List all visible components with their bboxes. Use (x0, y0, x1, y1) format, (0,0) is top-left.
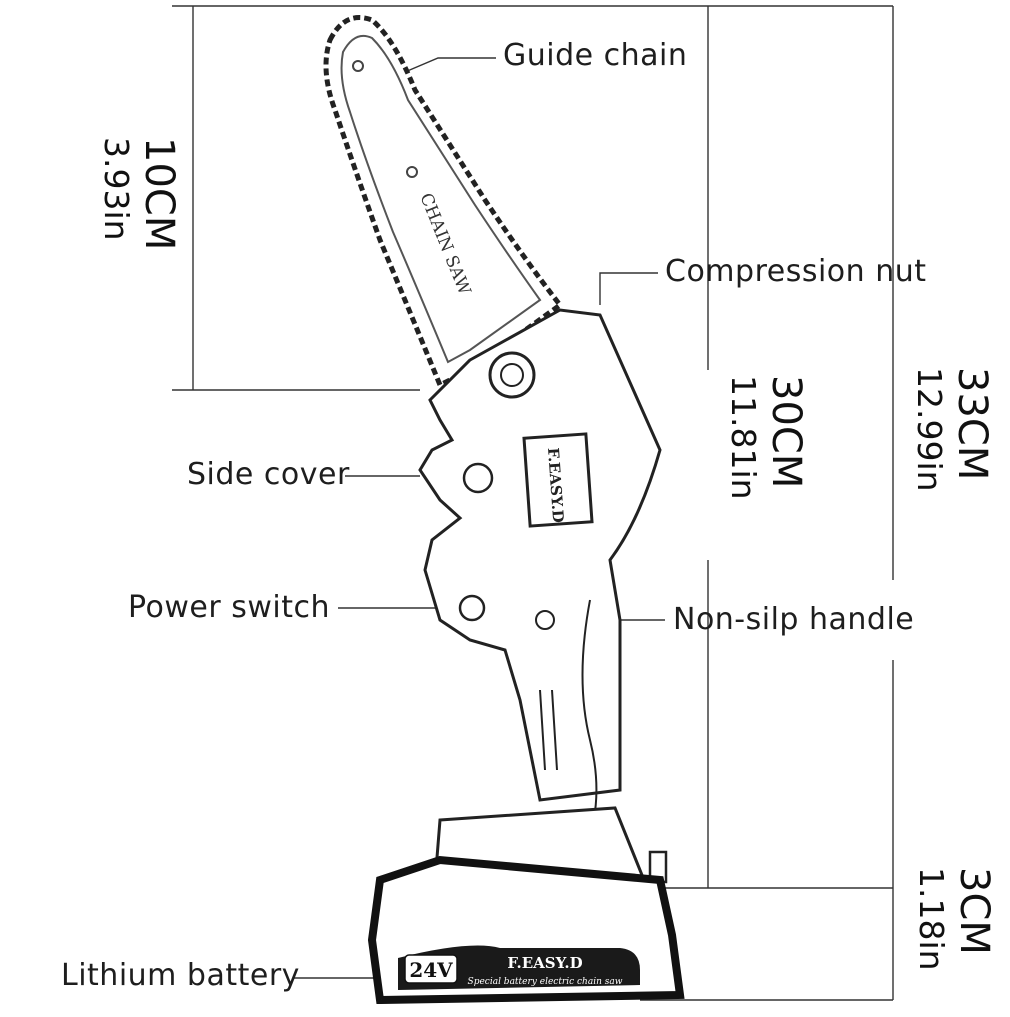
body-length-in: 11.81in (724, 375, 763, 500)
body-logo-badge: F.EASY.D (522, 432, 594, 528)
battery-height-dimension: 3CM 1.18in (912, 867, 997, 1017)
body-length-cm: 30CM (763, 375, 809, 489)
bar-length-dimension: 10CM 3.93in (97, 137, 182, 297)
guide-bar: CHAIN SAW (323, 15, 564, 389)
bar-length-in: 3.93in (97, 137, 136, 241)
battery-height-in: 1.18in (912, 867, 951, 971)
total-length-cm: 33CM (949, 367, 995, 481)
saw-body (418, 308, 662, 851)
compression-nut-label: Compression nut (665, 254, 927, 289)
guide-chain-label: Guide chain (503, 38, 688, 73)
total-length-in: 12.99in (910, 367, 949, 492)
body-length-dimension: 30CM 11.81in (724, 375, 809, 565)
power-switch-label: Power switch (128, 590, 331, 625)
side-cover-label: Side cover (187, 457, 350, 492)
lithium-battery-label: Lithium battery (61, 958, 300, 993)
total-length-dimension: 33CM 12.99in (910, 367, 995, 557)
battery-pack: 24V F.EASY.D Special battery electric ch… (367, 806, 685, 1005)
body-logo: F.EASY.D (544, 447, 567, 523)
bar-length-cm: 10CM (136, 137, 182, 251)
battery-brand-label: F.EASY.D (507, 954, 582, 972)
dimension-lines (172, 5, 894, 1001)
non-slip-handle-label: Non-silp handle (673, 602, 915, 637)
battery-tagline-label: Special battery electric chain saw (468, 977, 623, 987)
battery-voltage-label: 24V (409, 958, 453, 982)
battery-height-cm: 3CM (951, 867, 997, 955)
